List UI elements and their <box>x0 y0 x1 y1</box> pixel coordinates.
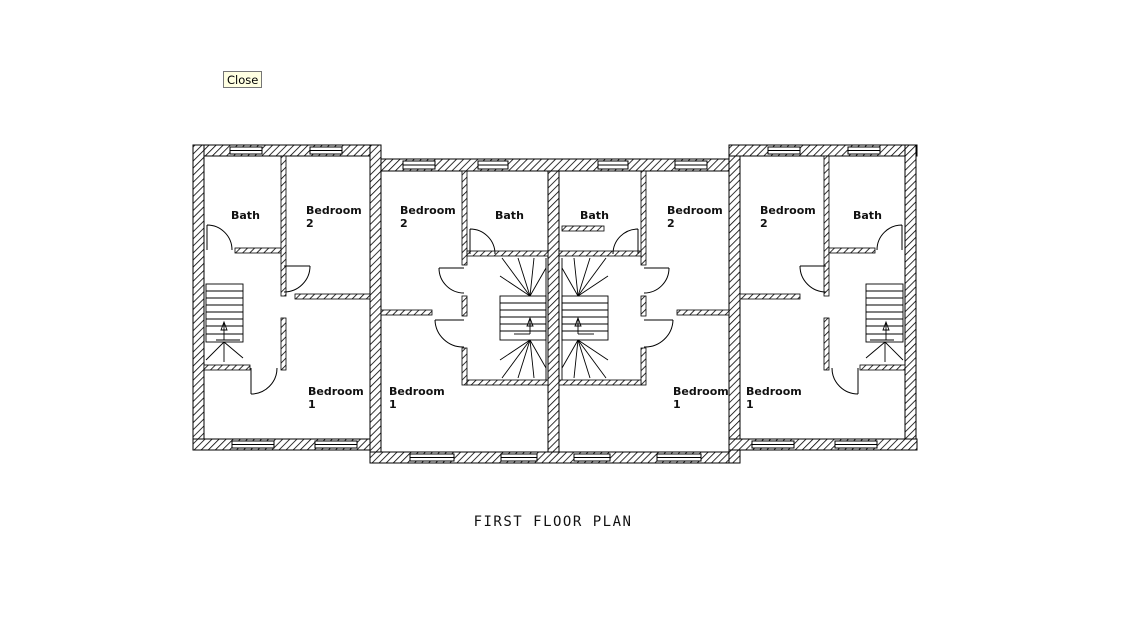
room-labels: Bath Bedroom 2 Bedroom 1 Bedroom 2 Bath … <box>231 204 882 411</box>
room-label-unit4-bedroom2: Bedroom <box>760 204 816 217</box>
room-label-unit2-bath: Bath <box>495 209 524 222</box>
room-label-unit4-bedroom2-number: 2 <box>760 217 768 230</box>
room-label-unit2-bedroom1-number: 1 <box>389 398 397 411</box>
room-label-unit4-bath: Bath <box>853 209 882 222</box>
staircase-unit-4 <box>865 283 904 362</box>
room-label-unit1-bedroom1-number: 1 <box>308 398 316 411</box>
room-label-unit2-bedroom2: Bedroom <box>400 204 456 217</box>
room-label-unit1-bedroom2-number: 2 <box>306 217 314 230</box>
room-label-unit1-bedroom1: Bedroom <box>308 385 364 398</box>
room-label-unit3-bedroom2: Bedroom <box>667 204 723 217</box>
interior-walls <box>203 155 906 386</box>
room-label-unit3-bedroom1-number: 1 <box>673 398 681 411</box>
room-label-unit4-bedroom1: Bedroom <box>746 385 802 398</box>
close-button[interactable]: Close <box>223 71 263 88</box>
staircase-unit-1 <box>205 283 244 362</box>
exterior-walls <box>192 144 918 464</box>
room-label-unit4-bedroom1-number: 1 <box>746 398 754 411</box>
room-label-unit2-bedroom1: Bedroom <box>389 385 445 398</box>
staircase-unit-2 <box>499 257 547 380</box>
doors <box>206 224 903 395</box>
room-label-unit1-bath: Bath <box>231 209 260 222</box>
room-label-unit1-bedroom2: Bedroom <box>306 204 362 217</box>
plan-title: FIRST FLOOR PLAN <box>474 514 633 530</box>
room-label-unit2-bedroom2-number: 2 <box>400 217 408 230</box>
windows <box>229 146 881 462</box>
room-label-unit3-bath: Bath <box>580 209 609 222</box>
staircase-unit-3 <box>561 257 609 380</box>
room-label-unit3-bedroom1: Bedroom <box>673 385 729 398</box>
room-label-unit3-bedroom2-number: 2 <box>667 217 675 230</box>
